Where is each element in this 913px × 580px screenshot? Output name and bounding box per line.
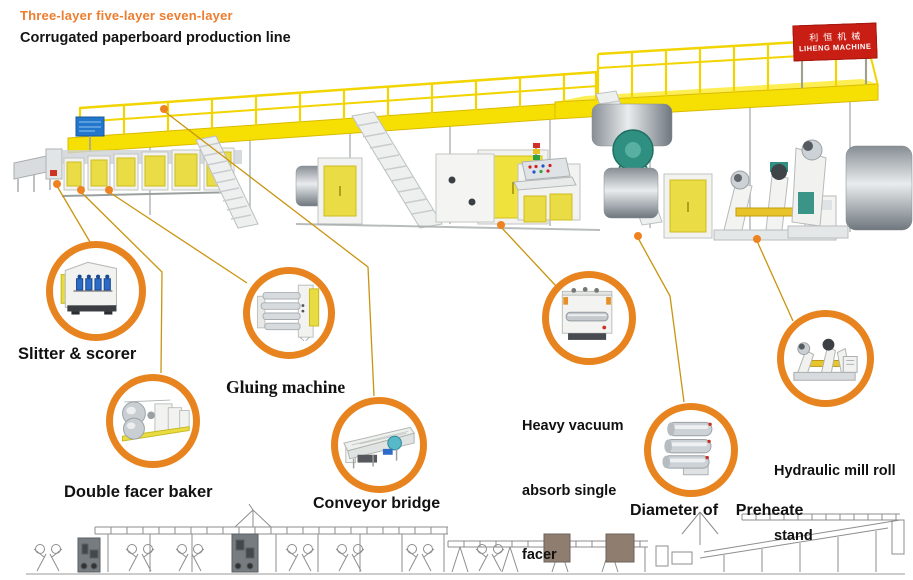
right-machines	[591, 103, 913, 241]
label-gluing-machine: Gluing machine	[226, 377, 346, 397]
leader-line-slitter	[56, 185, 91, 243]
callout-circle-preheater	[644, 403, 738, 497]
double-facer-image	[122, 399, 190, 442]
callout-circle-slitter-scorer	[46, 241, 146, 341]
operator-console	[513, 143, 581, 223]
leader-line-preheater	[637, 237, 685, 403]
heading: Three-layer five-layer seven-layer Corru…	[20, 8, 291, 46]
leader-line-conveyor	[163, 110, 375, 397]
gluing-machine-image	[256, 284, 320, 342]
leader-line-double-facer	[80, 191, 163, 374]
callout-circle-conveyor-bridge	[331, 397, 427, 493]
infeed-conveyor	[13, 148, 63, 192]
hydraulic-stand-image	[793, 338, 858, 381]
leader-lines	[56, 110, 794, 403]
machine-cabinet-row	[61, 147, 242, 197]
heading-product: Corrugated paperboard production line	[20, 30, 291, 46]
label-single-facer-line3: facer	[522, 547, 557, 563]
banner-poles	[801, 54, 867, 88]
callout-circle-gluing-machine	[243, 267, 335, 359]
label-preheater: Diameter of Preheate	[630, 502, 804, 519]
leader-line-single-facer	[500, 226, 557, 287]
label-single-facer-line1: Heavy vacuum	[522, 418, 624, 434]
preheater-image	[662, 421, 713, 476]
label-double-facer: Double facer baker	[64, 483, 213, 501]
walkway-deck	[67, 79, 879, 154]
schematic-line-drawing	[26, 503, 905, 575]
leader-line-hydraulic	[756, 240, 794, 322]
brand-banner: 利恒机械 LIHENG MACHINE	[792, 22, 878, 62]
label-hydraulic-line1: Hydraulic mill roll	[774, 463, 896, 479]
conveyor-bridge-image	[343, 426, 415, 469]
callout-circle-double-facer	[106, 374, 200, 468]
leader-line-gluing	[108, 191, 248, 284]
schematic-roll-stands	[33, 544, 505, 572]
label-hydraulic-line2: stand	[774, 527, 813, 544]
label-single-facer: Heavy vacuum absorb single facer	[522, 373, 624, 580]
label-conveyor-bridge: Conveyor bridge	[313, 495, 441, 512]
label-slitter-scorer: Slitter & scorer	[18, 345, 137, 363]
label-single-facer-line2: absorb single	[522, 482, 617, 499]
leader-dot	[105, 186, 113, 194]
leader-dot	[753, 235, 761, 243]
leader-dot	[634, 232, 642, 240]
leader-dot	[53, 180, 61, 188]
leader-dots	[53, 105, 761, 243]
leader-dot	[160, 105, 168, 113]
callout-circle-single-facer	[542, 271, 636, 365]
heading-series: Three-layer five-layer seven-layer	[20, 8, 233, 23]
label-hydraulic-stand: Hydraulic mill roll stand	[774, 418, 896, 580]
brand-banner-english: LIHENG MACHINE	[798, 41, 872, 54]
callout-circle-hydraulic-stand	[777, 310, 874, 407]
leader-dot	[497, 221, 505, 229]
leader-dot	[77, 186, 85, 194]
slitter-scorer-image	[60, 261, 117, 315]
schematic-single-facers	[77, 533, 259, 573]
single-facer-image	[561, 287, 613, 340]
control-screen	[75, 116, 105, 152]
